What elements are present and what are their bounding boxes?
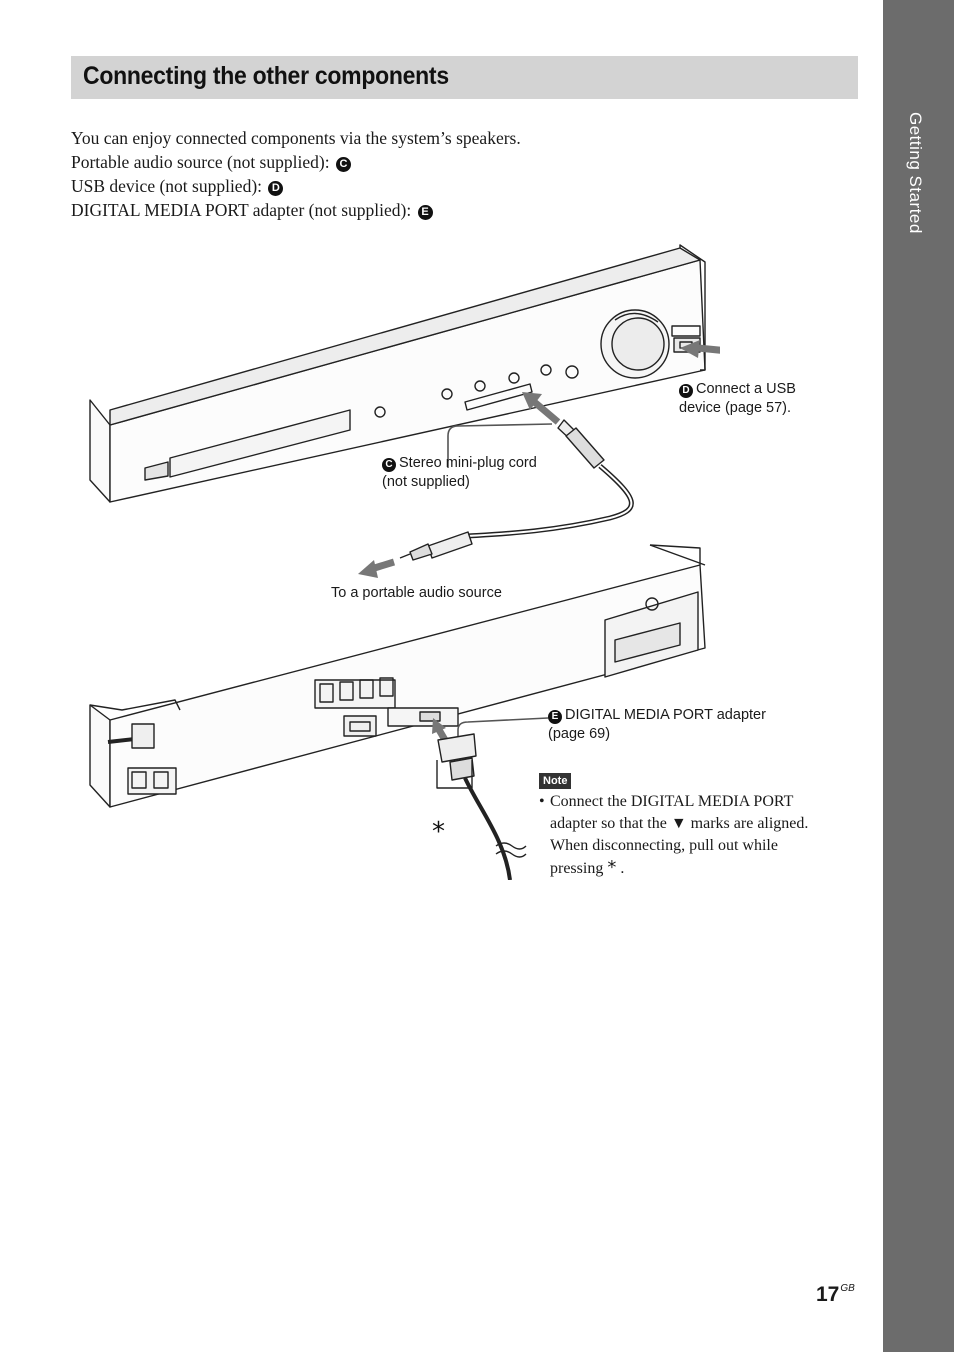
note-bullet: • xyxy=(539,793,545,810)
note-line-3: When disconnecting, pull out while xyxy=(550,837,778,854)
intro-line-2: Portable audio source (not supplied): C xyxy=(71,150,521,174)
badge-e: E xyxy=(417,205,433,220)
section-title-bar: Connecting the other components xyxy=(71,56,858,99)
side-tab-label: Getting Started xyxy=(906,112,925,234)
rear-panel-unit xyxy=(89,544,706,808)
stereo-plug-bottom xyxy=(399,531,473,561)
dmport-adapter xyxy=(437,733,512,880)
note-line-2: adapter so that the ▼ marks are aligned. xyxy=(550,815,809,832)
connection-illustration: * xyxy=(89,244,720,880)
dmport-callout-line-2: (page 69) xyxy=(548,726,611,742)
note-line-4: pressing * . xyxy=(550,857,625,878)
note-line-1: Connect the DIGITAL MEDIA PORT xyxy=(550,793,794,810)
page-number-suffix: GB xyxy=(840,1283,855,1294)
dmport-callout-badge: E xyxy=(548,710,562,724)
note-text: • Connect the DIGITAL MEDIA PORT adapter… xyxy=(539,791,839,880)
side-tab xyxy=(883,0,954,1352)
intro-line-1: You can enjoy connected components via t… xyxy=(71,128,521,148)
stereo-callout-line-2: (not supplied) xyxy=(382,474,470,490)
usb-callout-badge: D xyxy=(679,384,693,398)
intro-text: You can enjoy connected components via t… xyxy=(71,126,521,222)
page-number: 17GB xyxy=(816,1283,855,1306)
usb-callout-line-1: Connect a USB xyxy=(696,381,796,397)
stereo-callout-badge: C xyxy=(382,458,396,472)
badge-d: D xyxy=(268,181,284,196)
section-title: Connecting the other components xyxy=(83,62,449,90)
badge-c: C xyxy=(335,157,351,172)
front-panel-unit xyxy=(89,244,706,503)
intro-line-4: DIGITAL MEDIA PORT adapter (not supplied… xyxy=(71,198,521,222)
portable-callout: To a portable audio source xyxy=(331,585,502,601)
dmport-callout-line-1: DIGITAL MEDIA PORT adapter xyxy=(565,707,766,723)
note-asterisk: * xyxy=(607,857,617,878)
usb-callout-line-2: device (page 57). xyxy=(679,400,792,416)
intro-line-3: USB device (not supplied): D xyxy=(71,174,521,198)
stereo-callout-line-1: Stereo mini-plug cord xyxy=(399,455,537,471)
stereo-plug-top xyxy=(557,419,605,469)
illustration-asterisk: * xyxy=(432,817,445,847)
note-label: Note xyxy=(539,773,572,789)
